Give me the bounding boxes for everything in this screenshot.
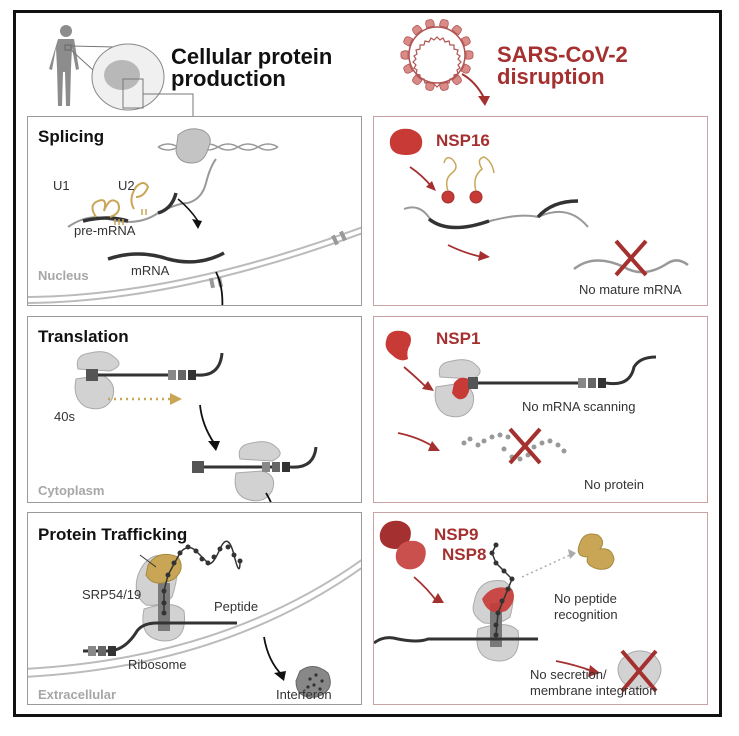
no-mature-mrna-label: No mature mRNA xyxy=(579,282,682,297)
srp-free-icon xyxy=(577,533,615,570)
virus-spike xyxy=(412,74,423,85)
u2-snrna-icon xyxy=(130,182,150,210)
virus-spike xyxy=(460,63,471,74)
translation-panel: Translation 40s Cytoplasm xyxy=(27,316,362,503)
virus-spikes xyxy=(400,19,474,91)
nsp9-protein-icon xyxy=(379,520,411,549)
right-header-line1: SARS-CoV-2 xyxy=(497,42,628,67)
nsp16-protein-icon xyxy=(389,128,423,155)
virus-spike xyxy=(400,50,409,60)
nucleus-icon xyxy=(104,60,140,90)
left-header: Cellular protein production xyxy=(171,46,332,90)
outcome2-line1: No secretion/ xyxy=(530,667,607,682)
virus-arrow xyxy=(461,73,485,99)
u1-snrna-icon xyxy=(91,199,120,218)
no-protein-label: No protein xyxy=(584,477,644,492)
nsp1-protein-icon xyxy=(385,330,411,361)
virus-spike xyxy=(460,36,471,47)
translation-title: Translation xyxy=(38,327,129,346)
nsp16-panel: NSP16 No mature mRNA xyxy=(373,116,708,306)
nsp8-protein-icon xyxy=(395,540,426,570)
nucleus-label: Nucleus xyxy=(38,268,89,283)
no-protein-chain xyxy=(461,432,567,462)
outcome1-line2: recognition xyxy=(554,607,618,622)
splicing-title: Splicing xyxy=(38,127,105,146)
virus-spike xyxy=(412,25,423,36)
nsp8-label: NSP8 xyxy=(442,545,487,564)
virus-spike xyxy=(425,81,435,91)
virus-spike xyxy=(451,25,462,36)
pre-mrna-label: pre-mRNA xyxy=(74,223,136,238)
virus-spike xyxy=(403,63,414,74)
no-secretion-label: No secretion/ membrane integration xyxy=(530,667,656,699)
human-icon xyxy=(49,25,79,106)
immature-mrna xyxy=(573,259,689,274)
ribosome-60s-icon xyxy=(76,351,120,372)
mrna-strand xyxy=(107,251,225,264)
nsp16-graphics xyxy=(389,128,689,277)
trafficking-title: Protein Trafficking xyxy=(38,525,188,544)
cytoplasm-label: Cytoplasm xyxy=(38,483,105,498)
virus-spike xyxy=(425,19,435,29)
virus-spike xyxy=(439,19,449,29)
trafficking-panel: Protein Trafficking SRP54/19 Peptide Rib… xyxy=(27,512,362,705)
virus-icon xyxy=(408,26,466,88)
interferon-label: Interferon xyxy=(276,687,332,702)
interferon-icon xyxy=(295,666,331,698)
virus-spike xyxy=(403,36,414,47)
virus-spike xyxy=(439,81,449,91)
polymerase-icon xyxy=(175,128,211,164)
cell-membrane xyxy=(28,559,361,670)
virus-spike xyxy=(465,50,474,60)
nsp1-graphics xyxy=(385,330,657,465)
nsp16-label: NSP16 xyxy=(436,131,490,150)
nsp9-label: NSP9 xyxy=(434,525,479,544)
x-mark-icon xyxy=(614,239,648,277)
trafficking-graphics xyxy=(28,540,361,698)
translation-graphics xyxy=(74,351,318,502)
no-peptide-recognition-label: No peptide recognition xyxy=(554,591,618,623)
u2-label: U2 xyxy=(118,178,135,193)
ribosome-40s-icon xyxy=(74,374,115,410)
splicing-graphics xyxy=(28,128,361,305)
mrna-label: mRNA xyxy=(131,263,170,278)
srp-label: SRP54/19 xyxy=(82,587,142,602)
ribosome-label: Ribosome xyxy=(128,657,187,672)
nsp1-bound-icon xyxy=(452,377,470,400)
u1-label: U1 xyxy=(53,178,70,193)
nuclear-membrane xyxy=(28,226,361,298)
left-header-line2: production xyxy=(171,66,286,91)
extracellular-label: Extracellular xyxy=(38,687,117,702)
right-header: SARS-CoV-2 disruption xyxy=(497,44,628,88)
left-header-line1: Cellular protein xyxy=(171,44,333,69)
nsp1-panel: NSP1 No mRNA scanning No protein xyxy=(373,316,708,503)
zoom-box-small xyxy=(64,44,72,51)
nsp1-label: NSP1 xyxy=(436,329,481,348)
peptide-label: Peptide xyxy=(214,599,259,614)
nsp9-nsp8-graphics xyxy=(374,520,662,693)
outcome2-line2: membrane integration xyxy=(530,683,657,698)
no-mrna-scanning-label: No mRNA scanning xyxy=(522,399,636,414)
outcome1-line1: No peptide xyxy=(554,591,617,606)
virus-spike xyxy=(451,74,462,85)
nsp9-nsp8-panel: NSP9 NSP8 No peptide recognition No secr… xyxy=(373,512,708,705)
right-header-line2: disruption xyxy=(497,64,605,89)
40s-label: 40s xyxy=(54,409,75,424)
x-mark-icon xyxy=(620,649,658,693)
x-mark-icon xyxy=(508,427,542,465)
splicing-panel: Splicing U1 U2 pre-mRNA mRNA Nucleus xyxy=(27,116,362,306)
